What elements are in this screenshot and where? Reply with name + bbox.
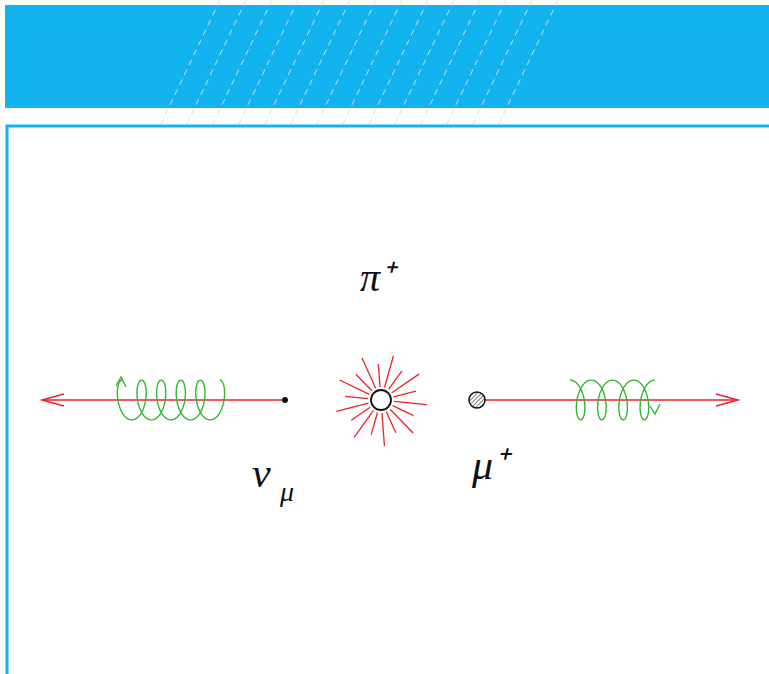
hatch-line: [186, 0, 246, 126]
neutrino-track: [42, 399, 284, 401]
hatch-line: [160, 0, 220, 126]
burst-ray: [362, 358, 376, 388]
neutrino-particle: [282, 397, 288, 403]
hatch-line: [342, 0, 402, 126]
burst-ray: [393, 406, 414, 416]
hatch-line: [264, 0, 324, 126]
arrowhead: [716, 394, 738, 406]
burst-ray: [394, 401, 427, 404]
burst-ray: [340, 380, 370, 394]
particle-label: μ⁺: [472, 444, 507, 486]
burst-ray: [385, 356, 394, 388]
hatch-line: [420, 0, 480, 126]
hatch-line: [446, 0, 506, 126]
content-frame: [7, 126, 769, 674]
burst-ray: [356, 374, 372, 390]
spin-helix: [117, 380, 224, 420]
spin-helix: [570, 380, 655, 420]
pion-particle: [371, 390, 391, 410]
particle-label: π⁺: [360, 258, 394, 298]
hatch-line: [212, 0, 272, 126]
hatch-line: [394, 0, 454, 126]
arrowhead: [42, 394, 64, 406]
burst-ray: [345, 396, 368, 398]
header-bar: [5, 5, 769, 108]
pion-burst: [336, 356, 426, 446]
hatching: [160, 0, 558, 126]
burst-ray: [392, 374, 419, 393]
spin-arrow: [650, 404, 660, 414]
muon-particle: [469, 392, 485, 408]
hatch-line: [238, 0, 298, 126]
burst-ray: [386, 412, 395, 433]
particle-label: μ: [280, 478, 294, 506]
burst-ray: [336, 403, 368, 411]
burst-ray: [394, 391, 416, 397]
burst-ray: [351, 407, 370, 420]
burst-ray: [354, 411, 373, 438]
hatch-line: [498, 0, 558, 126]
hatch-line: [290, 0, 350, 126]
burst-ray: [371, 413, 377, 435]
burst-ray: [382, 413, 384, 446]
burst-ray: [390, 409, 413, 433]
burst-ray: [378, 364, 380, 387]
hatch-line: [368, 0, 428, 126]
particle-label: ν: [252, 452, 271, 494]
hatch-line: [316, 0, 376, 126]
muon-track: [485, 399, 738, 401]
spin-arrow: [116, 377, 126, 387]
hatch-line: [472, 0, 532, 126]
